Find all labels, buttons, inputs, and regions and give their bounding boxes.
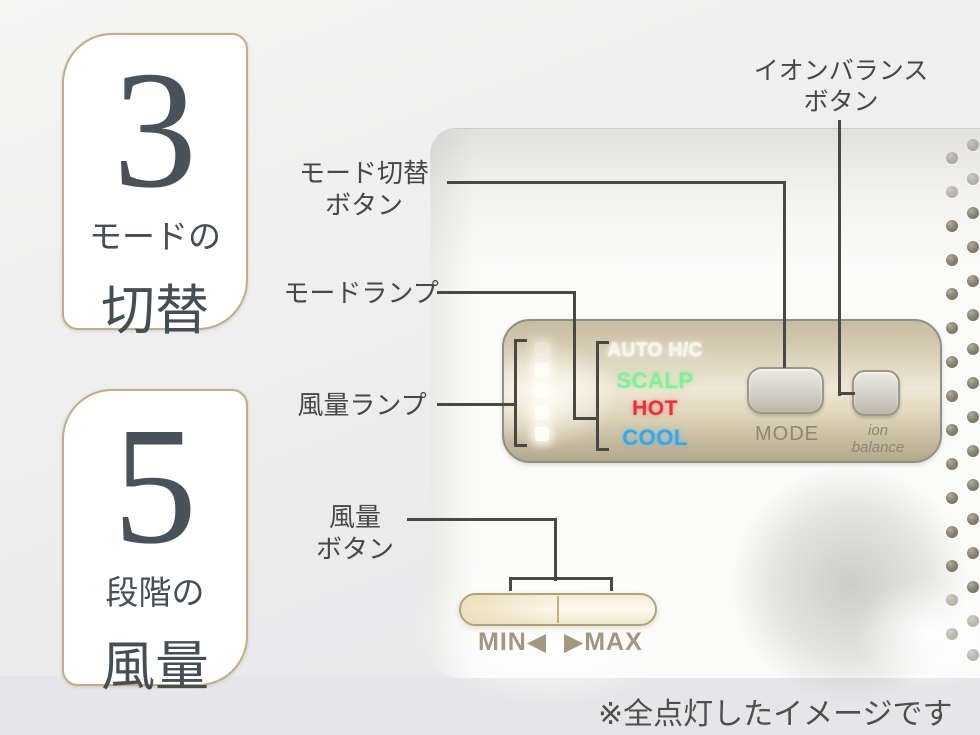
callout-line-mode-button-h bbox=[447, 181, 785, 184]
vent-hole bbox=[967, 207, 979, 219]
mode-label-hot: HOT bbox=[632, 397, 678, 420]
badge-number: 3 bbox=[113, 37, 197, 223]
callout-airflow-button: 風量 ボタン bbox=[302, 501, 408, 565]
vent-hole bbox=[946, 152, 958, 164]
vent-hole bbox=[967, 309, 979, 321]
callout-airflow-button-line1: 風量 bbox=[328, 502, 381, 532]
callout-line-mode-lamp-h bbox=[437, 291, 576, 294]
feature-badge-3-modes: 3 モードの 切替 bbox=[62, 33, 248, 341]
callout-airflow-button-line2: ボタン bbox=[315, 534, 394, 564]
rocker-glow bbox=[370, 529, 730, 729]
callout-line-mode-button-v bbox=[783, 181, 786, 368]
callout-line-airflow-button-h bbox=[407, 518, 557, 521]
vent-hole bbox=[946, 322, 958, 334]
vent-hole bbox=[967, 139, 979, 151]
vent-hole bbox=[967, 377, 979, 389]
vent-hole bbox=[946, 390, 958, 402]
vent-hole bbox=[946, 186, 958, 198]
badge-subtitle: モードの bbox=[89, 218, 221, 256]
callout-line-ion-v bbox=[838, 120, 841, 396]
ion-balance-button bbox=[852, 370, 900, 416]
rocker-divider bbox=[557, 596, 559, 623]
mode-button-label: MODE bbox=[755, 423, 819, 445]
vent-hole bbox=[946, 458, 958, 470]
callout-bracket-airflow-tick-left bbox=[509, 577, 512, 591]
callout-airflow-lamp: 風量ランプ bbox=[297, 390, 427, 420]
vent-hole bbox=[946, 424, 958, 436]
airflow-lamp-column bbox=[535, 321, 553, 461]
badge-number: 5 bbox=[113, 393, 197, 579]
vent-hole bbox=[967, 343, 979, 355]
callout-line-ion-stub bbox=[838, 392, 855, 395]
vent-hole bbox=[946, 220, 958, 232]
body-top-shading bbox=[430, 129, 980, 269]
vent-hole bbox=[946, 594, 958, 606]
vent-hole bbox=[946, 560, 958, 572]
badge-subtitle: 段階の bbox=[105, 574, 205, 612]
vent-hole bbox=[967, 173, 979, 185]
callout-line-mode-lamp-stub bbox=[573, 417, 599, 420]
vent-hole bbox=[946, 628, 958, 640]
mode-lamp-bracket bbox=[596, 341, 609, 451]
vent-hole bbox=[967, 547, 979, 559]
vent-hole bbox=[967, 581, 979, 593]
airflow-lamp bbox=[535, 405, 549, 420]
mode-label-cool: COOL bbox=[622, 425, 688, 450]
callout-ion-line1: イオンバランス bbox=[753, 57, 929, 85]
badge-title: 切替 bbox=[101, 281, 209, 342]
vent-hole bbox=[946, 492, 958, 504]
control-panel: AUTO H/C SCALP HOT COOL MODE ion balance bbox=[502, 319, 942, 463]
callout-ion-line2: ボタン bbox=[803, 88, 879, 116]
callout-line-airflow-button-v bbox=[554, 518, 557, 581]
callout-bracket-airflow-button-h bbox=[509, 577, 613, 580]
vent-hole bbox=[946, 526, 958, 538]
callout-mode-switch-line1: モード切替 bbox=[298, 158, 429, 188]
callout-ion-balance-button: イオンバランス ボタン bbox=[748, 56, 934, 118]
vent-hole bbox=[967, 479, 979, 491]
mode-label-auto-hc: AUTO H/C bbox=[607, 340, 703, 361]
vent-hole bbox=[967, 411, 979, 423]
vent-hole bbox=[967, 241, 979, 253]
airflow-rocker-button bbox=[459, 593, 657, 626]
callout-line-mode-lamp-v bbox=[573, 291, 576, 420]
callout-line-airflow-lamp-h bbox=[437, 403, 517, 406]
vent-hole bbox=[946, 254, 958, 266]
vent-hole bbox=[967, 513, 979, 525]
airflow-lamp-bracket bbox=[514, 339, 527, 447]
callout-bracket-airflow-tick-right bbox=[610, 577, 613, 591]
ion-balance-button-label: ion balance bbox=[828, 422, 928, 456]
airflow-lamp bbox=[535, 426, 549, 441]
mode-label-scalp: SCALP bbox=[616, 368, 694, 393]
mode-button bbox=[747, 367, 824, 414]
vent-hole bbox=[967, 649, 979, 661]
max-label: ▶MAX bbox=[564, 628, 643, 656]
airflow-lamp bbox=[535, 342, 549, 356]
ion-label-line1: ion bbox=[867, 422, 889, 439]
airflow-lamp bbox=[535, 384, 549, 399]
min-label: MIN◀ bbox=[478, 628, 548, 656]
vent-hole bbox=[946, 356, 958, 368]
vent-hole bbox=[967, 275, 979, 287]
vent-hole bbox=[967, 445, 979, 457]
callout-mode-lamp: モードランプ bbox=[283, 278, 439, 308]
callout-mode-switch-button: モード切替 ボタン bbox=[285, 157, 443, 221]
feature-badge-5-levels: 5 段階の 風量 bbox=[62, 389, 248, 697]
vent-hole bbox=[946, 288, 958, 300]
badge-title: 風量 bbox=[101, 637, 209, 698]
vent-hole bbox=[967, 615, 979, 627]
callout-mode-switch-line2: ボタン bbox=[324, 190, 403, 220]
ion-label-line2: balance bbox=[851, 439, 905, 456]
airflow-lamp bbox=[535, 363, 549, 378]
rocker-left-half bbox=[461, 595, 556, 624]
footnote-text: ※全点灯したイメージです bbox=[598, 698, 953, 731]
